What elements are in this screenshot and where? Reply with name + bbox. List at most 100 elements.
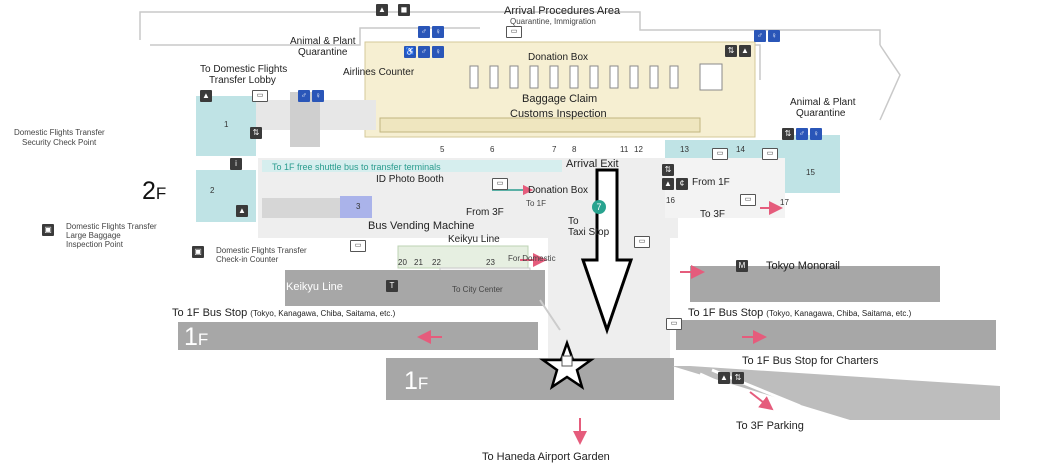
animal-plant-left-label-1: Animal & Plant <box>290 36 356 47</box>
large-baggage-label-3: Inspection Point <box>66 240 123 249</box>
monorail-band <box>690 266 940 302</box>
keikyu-line-mid-label: Keikyu Line <box>448 234 500 245</box>
area-number: 5 <box>440 145 445 154</box>
id-photo-booth-label: ID Photo Booth <box>376 174 444 185</box>
escalator-icon: ⇅ <box>725 45 737 57</box>
bus-band-center <box>386 358 674 400</box>
toilet-icon: ▭ <box>712 148 728 160</box>
donation-box-mid-label: Donation Box <box>528 185 589 196</box>
transfer-lobby-area <box>196 96 256 156</box>
customs-inspection-label: Customs Inspection <box>510 108 607 120</box>
bus-stop-right-detail: (Tokyo, Kanagawa, Chiba, Saitama, etc.) <box>766 309 912 318</box>
bus-vending-label: Bus Vending Machine <box>368 220 475 232</box>
area-number: 15 <box>806 168 815 177</box>
restroom-icon: ♂ <box>418 26 430 38</box>
gray-block-left <box>262 198 340 218</box>
area-number: 6 <box>490 145 495 154</box>
from-3f-label: From 3F <box>466 207 504 218</box>
restroom-icon: ♀ <box>432 26 444 38</box>
toilet-icon: ▭ <box>350 240 366 252</box>
elevator-icon: ▲ <box>236 205 248 217</box>
area-number: 16 <box>666 196 675 205</box>
floor-suffix: F <box>197 330 209 349</box>
restroom-icon: ♂ <box>796 128 808 140</box>
floor-1f-center-label: 1F <box>404 368 428 397</box>
restroom-icon: ♂ <box>298 90 310 102</box>
restroom-icon: ◼ <box>398 4 410 16</box>
info-icon: i <box>230 158 242 170</box>
for-domestic-label: For Domestic <box>508 254 556 263</box>
escalator-icon: ⇅ <box>250 127 262 139</box>
area-number: 21 <box>414 258 423 267</box>
to-1f-small-label: To 1F <box>526 199 547 208</box>
toilet-icon: ▭ <box>666 318 682 330</box>
elevator-icon: ▲ <box>376 4 388 16</box>
toilet-icon: ▭ <box>506 26 522 38</box>
floor-number: 1 <box>404 367 418 395</box>
to-3f-parking-label: To 3F Parking <box>736 420 804 432</box>
to-taxi-label-1: To <box>568 216 579 227</box>
toilet-icon: ▭ <box>740 194 756 206</box>
restroom-icon: ♀ <box>810 128 822 140</box>
tokyo-monorail-label: Tokyo Monorail <box>766 260 840 272</box>
to-domestic-transfer-label-2: Transfer Lobby <box>209 75 276 86</box>
info-bubble: 7 <box>592 200 606 214</box>
to-haneda-garden-label: To Haneda Airport Garden <box>482 451 610 463</box>
restroom-icon: ♀ <box>312 90 324 102</box>
restroom-icon: ♀ <box>432 46 444 58</box>
airlines-counter-label: Airlines Counter <box>343 67 415 78</box>
area-number: 1 <box>224 120 229 129</box>
area-number: 22 <box>432 258 441 267</box>
keikyu-line-left-label: Keikyu Line <box>286 281 343 293</box>
floor-number: 2 <box>142 177 156 205</box>
currency-icon: ¢ <box>676 178 688 190</box>
train-icon: T <box>386 280 398 292</box>
toilet-icon: ▭ <box>252 90 268 102</box>
bus-band-right <box>676 320 996 350</box>
bus-stop-right-title: To 1F Bus Stop <box>688 307 764 319</box>
elevator-icon: ▲ <box>662 178 674 190</box>
bus-stop-left-title: To 1F Bus Stop <box>172 307 248 319</box>
accessible-icon: ♿ <box>404 46 416 58</box>
area-number: 17 <box>780 198 789 207</box>
floor-1f-left-label: 1F <box>184 324 208 353</box>
parking-ramp <box>672 366 1000 420</box>
area-number: 20 <box>398 258 407 267</box>
customs-counters <box>379 117 701 133</box>
teal-strip <box>262 160 562 172</box>
baggage-claim-label: Baggage Claim <box>522 93 598 105</box>
route-arrow <box>580 168 634 335</box>
baggage-icon: ▣ <box>42 224 54 236</box>
checkin-counter-label-1: Domestic Flights Transfer <box>216 246 307 255</box>
checkin-counter-label-2: Check-in Counter <box>216 255 279 264</box>
floor-number: 1 <box>184 323 198 351</box>
area-number: 12 <box>634 145 643 154</box>
to-3f-right-label: To 3F <box>700 209 726 220</box>
animal-plant-right-label-1: Animal & Plant <box>790 97 856 108</box>
toilet-icon: ▭ <box>762 148 778 160</box>
security-check-label-1: Domestic Flights Transfer <box>14 128 105 137</box>
bus-band-left <box>178 322 538 350</box>
escalator-icon: ⇅ <box>732 372 744 384</box>
toilet-icon: ▭ <box>634 236 650 248</box>
area-number: 11 <box>620 145 629 154</box>
floor-2f-label: 2F <box>142 178 166 207</box>
counter-icon: ▣ <box>192 246 204 258</box>
toilet-icon: ▭ <box>492 178 508 190</box>
floor-suffix: F <box>417 374 429 393</box>
pink-arrows <box>417 201 783 445</box>
baggage-carousels <box>469 63 723 91</box>
from-1f-label: From 1F <box>692 177 730 188</box>
area-number: 14 <box>736 145 745 154</box>
elevator-icon: ▲ <box>739 45 751 57</box>
large-baggage-label-2: Large Baggage <box>66 231 121 240</box>
to-city-center-label: To City Center <box>452 285 503 294</box>
elevator-icon: ▲ <box>200 90 212 102</box>
arrival-procedures-label: Arrival Procedures Area <box>504 5 621 17</box>
blue-area-3 <box>340 196 372 218</box>
elevator-icon: ▲ <box>718 372 730 384</box>
area-number: 23 <box>486 258 495 267</box>
bus-stop-right-label: To 1F Bus Stop (Tokyo, Kanagawa, Chiba, … <box>688 307 911 320</box>
